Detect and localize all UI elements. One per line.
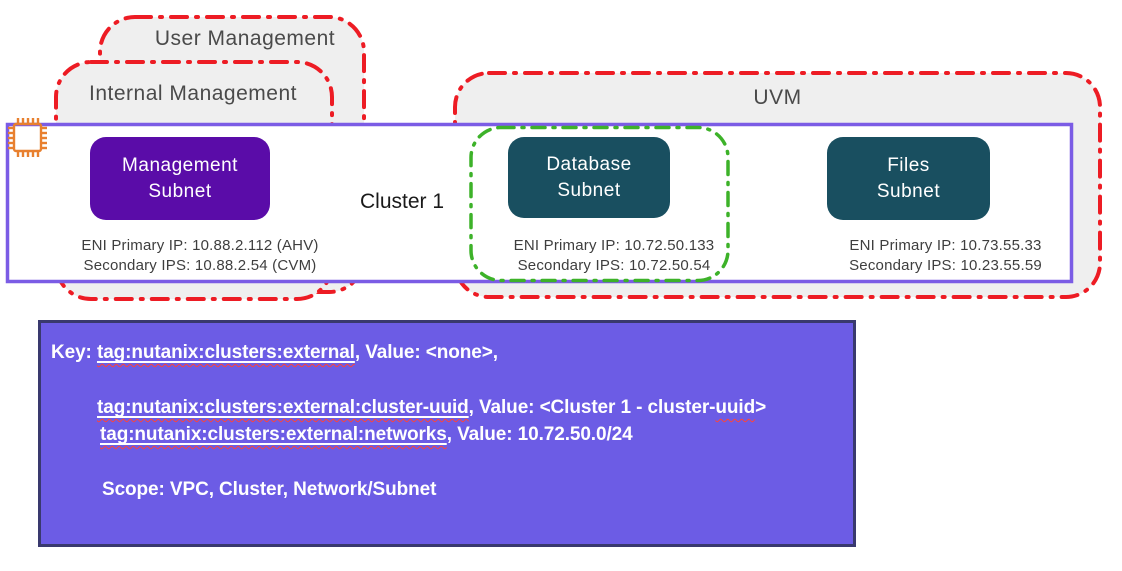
- files-eni-primary-ip: ENI Primary IP: 10.73.55.33: [849, 237, 1042, 254]
- tag-cluster-uuid: tag:nutanix:clusters:external:cluster-uu…: [97, 397, 469, 418]
- management-subnet-ips: ENI Primary IP: 10.88.2.112 (AHV) Second…: [65, 236, 335, 275]
- files-subnet-ips: ENI Primary IP: 10.73.55.33 Secondary IP…: [833, 236, 1058, 275]
- files-subnet-title-line1: Files: [887, 154, 930, 176]
- user-management-zone-label: User Management: [154, 27, 336, 50]
- database-subnet-ips: ENI Primary IP: 10.72.50.133 Secondary I…: [500, 236, 728, 275]
- tag-networks-value: , Value: 10.72.50.0/24: [446, 424, 633, 445]
- files-secondary-ips: Secondary IPS: 10.23.55.59: [849, 256, 1042, 274]
- database-secondary-ips: Secondary IPS: 10.72.50.54: [517, 256, 711, 274]
- files-subnet-title-line2: Subnet: [876, 180, 941, 202]
- tag-cluster-uuid-misspelled: uuid: [715, 397, 756, 418]
- tag-scope-line: Scope: VPC, Cluster, Network/Subnet: [102, 479, 437, 500]
- database-eni-primary-ip: ENI Primary IP: 10.72.50.133: [513, 237, 715, 254]
- tag-cluster-uuid-value-end: >: [755, 397, 767, 418]
- tag-networks: tag:nutanix:clusters:external:networks: [100, 424, 447, 445]
- database-zone-shape: [469, 125, 730, 283]
- database-subnet-title-line1: Database: [546, 153, 632, 175]
- database-subnet-box: Database Subnet: [508, 137, 670, 218]
- cluster-1-label: Cluster 1: [360, 190, 445, 213]
- management-subnet-box: Management Subnet: [90, 137, 270, 220]
- files-subnet-box: Files Subnet: [827, 137, 990, 220]
- tag-info-box: Key: tag:nutanix:clusters:external, Valu…: [38, 320, 856, 547]
- management-subnet-title-line1: Management: [122, 154, 238, 176]
- management-secondary-ips: Secondary IPS: 10.88.2.54 (CVM): [83, 256, 317, 274]
- tag-external: tag:nutanix:clusters:external: [96, 342, 355, 363]
- management-subnet-title-line2: Subnet: [148, 180, 212, 202]
- chip-icon: [8, 118, 47, 157]
- database-subnet-title-line2: Subnet: [557, 179, 621, 201]
- tag-key-prefix: Key:: [51, 342, 97, 363]
- tag-info-line-2: tag:nutanix:clusters:external:cluster-uu…: [97, 397, 853, 419]
- internal-management-zone-label: Internal Management: [89, 82, 297, 105]
- management-eni-primary-ip: ENI Primary IP: 10.88.2.112 (AHV): [81, 237, 319, 254]
- tag-cluster-uuid-value-mid: , Value: <Cluster 1 - cluster-: [468, 397, 716, 418]
- tag-info-line-1: Key: tag:nutanix:clusters:external, Valu…: [51, 342, 853, 364]
- uvm-zone-label: UVM: [753, 86, 802, 109]
- tag-external-value: , Value: <none>,: [354, 342, 498, 363]
- tag-info-line-3: tag:nutanix:clusters:external:networks, …: [100, 424, 853, 446]
